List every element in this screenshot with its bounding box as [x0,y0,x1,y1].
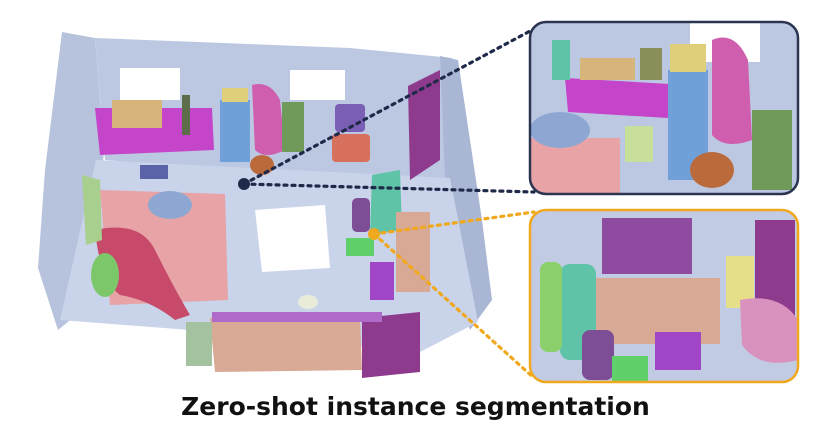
scan-pillow [148,191,192,219]
scan-cabinet [282,102,304,152]
zoom-dark-pillow [530,112,590,148]
zoom-dark-box [580,58,635,80]
scan-green-box [346,238,374,256]
scan-lamp [298,295,318,309]
pointer-lines [238,28,536,380]
zoom-panel-highlight [528,208,800,384]
figure-caption: Zero-shot instance segmentation [181,392,650,421]
scan-suitcase [352,198,370,232]
scene-point-marker [238,178,250,190]
pointer-line-highlight-lower [372,232,536,380]
scan-front-purple [212,312,382,322]
scan-front-green [186,322,212,366]
zoom-dark-coat [712,37,752,144]
scan-bag [250,155,274,175]
zoom-hl-green-bag [540,262,562,352]
scan-drawers-top [222,88,248,102]
zoom-hl-suitcase [582,330,614,380]
scan-basket [370,262,394,300]
scene-point-marker [368,228,380,240]
scan-teal-bags [370,170,402,235]
zoom-panel-dark-frame [528,20,800,196]
zoom-dark-bed [530,138,620,194]
scan-desk-monitor [182,95,190,135]
scan-desk-box [112,100,162,128]
room-scan [38,32,492,378]
scan-hole [255,205,330,272]
zoom-dark-bag [690,152,734,188]
scan-front-door [362,312,420,378]
scan-door [408,70,440,180]
scan-chair-seat [332,134,370,162]
scan-drawers [220,100,250,162]
scan-dresser [396,212,430,292]
scan-blanket [95,227,190,320]
scan-green-pillow [91,253,119,297]
zoom-panel-dark [528,20,800,196]
zoom-dark-lamp [552,40,570,80]
zoom-hl-plant [612,356,648,382]
scan-window [120,68,180,100]
zoom-dark-drawers-top [670,44,706,72]
pointer-line-highlight-upper [372,210,536,236]
scan-coat [252,84,285,155]
pointer-line-dark-lower [242,182,536,194]
pointer-line-dark-upper [242,28,534,186]
zoom-panel-highlight-frame [528,208,800,384]
scan-window [290,70,345,100]
zoom-hl-clothes [740,298,798,363]
zoom-dark-monitor [640,48,662,80]
zoom-dark-plant [625,126,653,162]
scan-items [140,165,168,179]
scan-front-rug [210,318,362,372]
scan-bed-green [82,175,102,245]
zoom-dark-cabinet [752,110,792,190]
zoom-hl-basket [655,332,701,370]
zoom-dark-desk [565,78,670,118]
zoom-hl-tv [602,218,692,274]
